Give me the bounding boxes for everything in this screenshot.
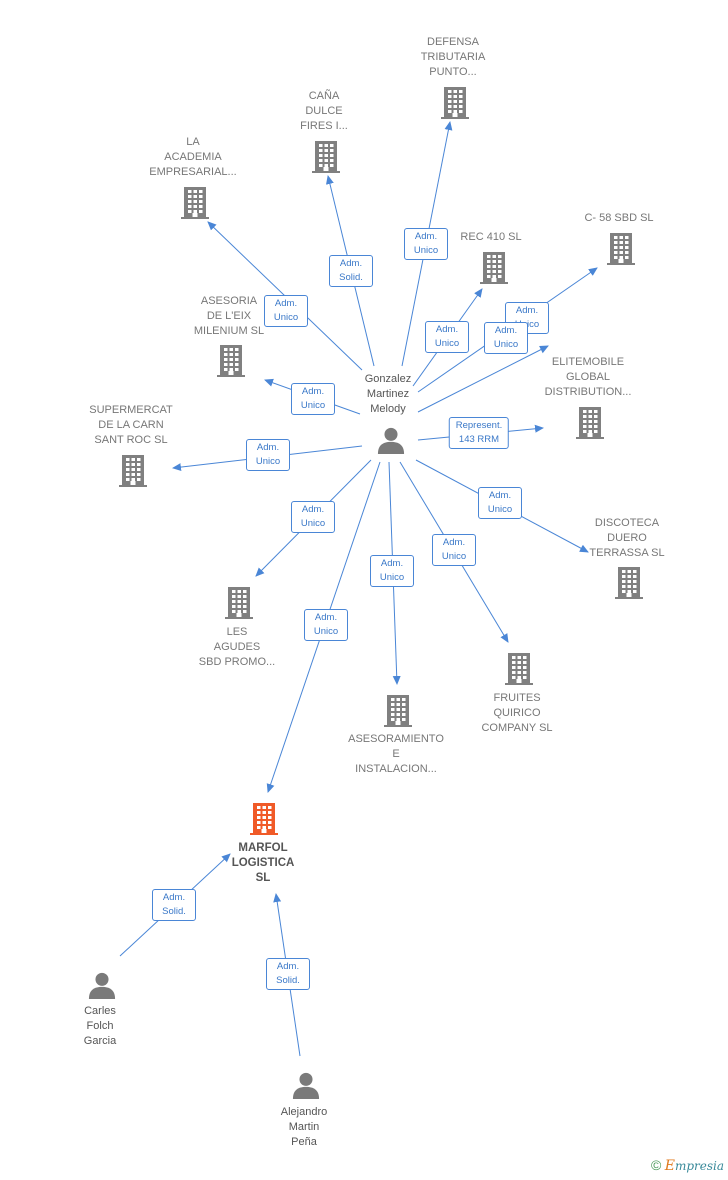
- company-building-icon[interactable]: [606, 231, 636, 270]
- node-label-gonzalez[interactable]: Gonzalez Martinez Melody: [364, 373, 412, 415]
- node-label-supermercat[interactable]: SUPERMERCAT DE LA CARN SANT ROC SL: [89, 404, 173, 446]
- company-building-icon[interactable]: [224, 585, 254, 624]
- edge-label[interactable]: Adm. Unico: [291, 501, 335, 533]
- edge-gonzalez-to-elitemobile: [417, 345, 549, 413]
- brand-logo-text: mpresia: [674, 1159, 724, 1173]
- company-building-icon[interactable]: [383, 693, 413, 732]
- node-label-academia[interactable]: LA ACADEMIA EMPRESARIAL...: [149, 136, 237, 178]
- main-company-building-icon[interactable]: [249, 801, 279, 840]
- person-icon[interactable]: [88, 971, 116, 1004]
- company-building-icon[interactable]: [118, 453, 148, 492]
- edge-label[interactable]: Adm. Unico: [425, 321, 469, 353]
- edge-label[interactable]: Adm. Unico: [264, 295, 308, 327]
- edge-label[interactable]: Adm. Unico: [484, 322, 528, 354]
- edge-label[interactable]: Adm. Unico: [246, 439, 290, 471]
- edge-label[interactable]: Adm. Solid.: [152, 889, 196, 921]
- node-label-alejandro[interactable]: Alejandro Martin Peña: [280, 1106, 328, 1148]
- person-icon[interactable]: [292, 1071, 320, 1104]
- edge-label[interactable]: Adm. Solid.: [329, 255, 373, 287]
- node-label-marfol[interactable]: MARFOL LOGISTICA SL: [231, 842, 295, 884]
- company-building-icon[interactable]: [575, 405, 605, 444]
- edge-label[interactable]: Adm. Unico: [291, 383, 335, 415]
- node-label-rec410[interactable]: REC 410 SL: [460, 231, 522, 243]
- edge-label[interactable]: Represent. 143 RRM: [448, 417, 510, 449]
- company-building-icon[interactable]: [479, 250, 509, 289]
- edge-label[interactable]: Adm. Solid.: [266, 958, 310, 990]
- copyright-symbol: ©: [651, 1157, 662, 1173]
- company-building-icon[interactable]: [440, 85, 470, 124]
- company-building-icon[interactable]: [216, 343, 246, 382]
- node-label-c58[interactable]: C- 58 SBD SL: [584, 212, 654, 224]
- edge-label[interactable]: Adm. Unico: [370, 555, 414, 587]
- node-label-asesoria[interactable]: ASESORIA DE L'EIX MILENIUM SL: [193, 295, 265, 337]
- node-label-discoteca[interactable]: DISCOTECA DUERO TERRASSA SL: [589, 517, 665, 559]
- company-building-icon[interactable]: [180, 185, 210, 224]
- edge-label[interactable]: Adm. Unico: [304, 609, 348, 641]
- company-building-icon[interactable]: [311, 139, 341, 178]
- brand-logo-initial: E: [664, 1158, 675, 1174]
- company-building-icon[interactable]: [614, 565, 644, 604]
- edge-label[interactable]: Adm. Unico: [478, 487, 522, 519]
- node-label-defensa[interactable]: DEFENSA TRIBUTARIA PUNTO...: [420, 36, 486, 78]
- node-label-fruites[interactable]: FRUITES QUIRICO COMPANY SL: [481, 692, 553, 734]
- node-label-asesoramiento[interactable]: ASESORAMIENTO E INSTALACION...: [348, 733, 444, 775]
- person-icon[interactable]: [377, 426, 405, 459]
- node-label-cana[interactable]: CAÑA DULCE FIRES I...: [300, 90, 348, 132]
- node-label-lesagudes[interactable]: LES AGUDES SBD PROMO...: [198, 626, 276, 668]
- edge-label[interactable]: Adm. Unico: [404, 228, 448, 260]
- edge-label[interactable]: Adm. Unico: [432, 534, 476, 566]
- company-building-icon[interactable]: [504, 651, 534, 690]
- node-label-carles[interactable]: Carles Folch Garcia: [83, 1005, 117, 1047]
- node-label-elitemobile[interactable]: ELITEMOBILE GLOBAL DISTRIBUTION...: [544, 356, 632, 398]
- brand-footer[interactable]: © Empresia: [651, 1157, 724, 1174]
